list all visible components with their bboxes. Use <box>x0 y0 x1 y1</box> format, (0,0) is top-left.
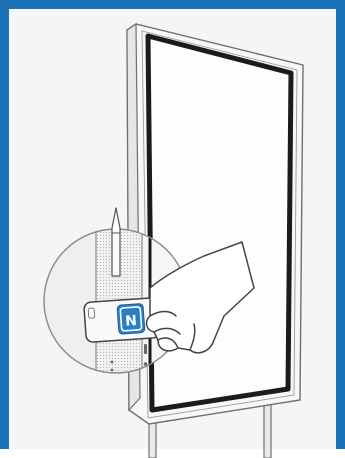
display-screen <box>148 36 291 410</box>
flip-display-illustration: N <box>18 18 345 458</box>
stylus-pen-icon <box>112 208 120 276</box>
nfc-icon: N <box>117 304 145 335</box>
nfc-logo-letter: N <box>125 313 138 330</box>
